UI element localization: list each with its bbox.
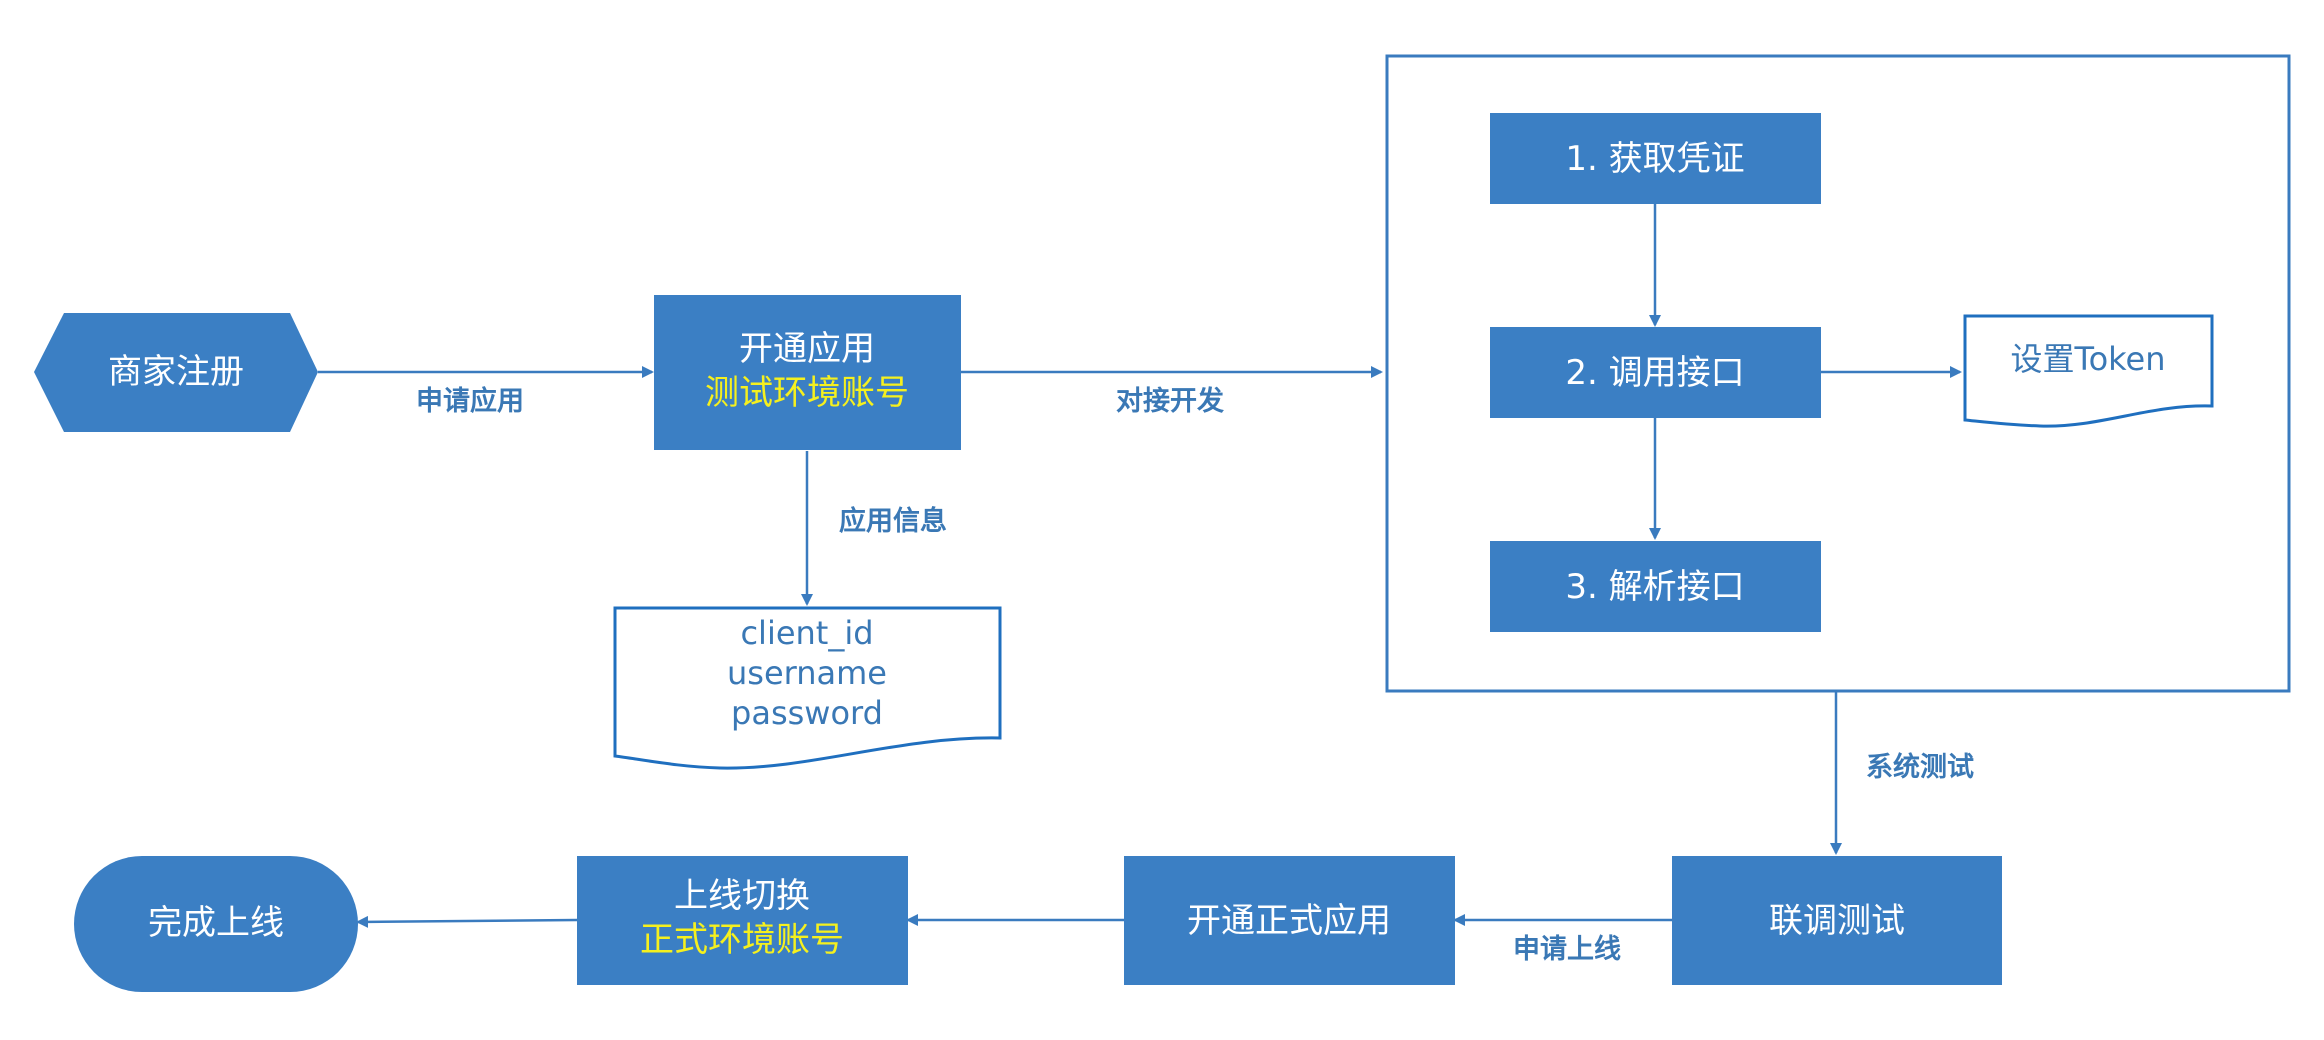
open-prod-app-label: 开通正式应用 xyxy=(1187,901,1391,941)
joint-test-shape xyxy=(1672,856,2002,985)
test-env-account-label: 测试环境账号 xyxy=(705,373,909,413)
dev-process-frame xyxy=(1385,54,2291,693)
complete-label: 完成上线 xyxy=(148,903,284,943)
edge-label-app-info: 应用信息 xyxy=(839,505,947,537)
doc-line-password: password xyxy=(731,694,883,732)
connectors xyxy=(318,204,1962,928)
doc-line-username: username xyxy=(727,654,887,692)
step3-shape xyxy=(1490,541,1821,632)
node-joint-test: 联调测试 xyxy=(1672,856,2002,985)
edge-label-dock-dev: 对接开发 xyxy=(1116,385,1224,417)
edge-label-apply-online: 申请上线 xyxy=(1513,934,1621,965)
prod-env-account-label: 正式环境账号 xyxy=(640,920,844,960)
merchant-register-shape xyxy=(34,313,318,432)
node-open-app: 开通应用 测试环境账号 xyxy=(654,295,961,450)
node-step3: 3. 解析接口 xyxy=(1490,541,1821,632)
doc-set-token: 设置Token xyxy=(1963,314,2214,428)
step1-shape xyxy=(1490,113,1821,204)
doc-app-info: client_id username password xyxy=(613,606,1002,770)
node-complete: 完成上线 xyxy=(74,856,358,992)
step3-label: 3. 解析接口 xyxy=(1565,567,1744,607)
step1-label: 1. 获取凭证 xyxy=(1565,139,1744,179)
edge-label-system-test: 系统测试 xyxy=(1866,751,1974,783)
step2-label: 2. 调用接口 xyxy=(1565,353,1744,393)
go-live-switch-label: 上线切换 xyxy=(674,876,810,916)
step2-shape xyxy=(1490,327,1821,418)
app-info-doc-shape xyxy=(613,606,1002,770)
merchant-register-label: 商家注册 xyxy=(108,352,244,392)
open-app-label: 开通应用 xyxy=(739,329,875,369)
edge-labels: 申请应用 对接开发 应用信息 系统测试 申请上线 xyxy=(416,385,1974,965)
set-token-label: 设置Token xyxy=(2010,340,2165,378)
node-step2: 2. 调用接口 xyxy=(1490,327,1821,418)
go-live-switch-shape xyxy=(577,856,908,985)
doc-line-client-id: client_id xyxy=(740,614,873,652)
set-token-doc-shape xyxy=(1963,314,2214,428)
edge-switch-to-complete xyxy=(356,915,578,928)
open-app-shape xyxy=(654,295,961,450)
edge-label-apply-app: 申请应用 xyxy=(416,385,524,417)
node-go-live-switch: 上线切换 正式环境账号 xyxy=(577,856,908,985)
complete-shape xyxy=(74,856,358,992)
joint-test-label: 联调测试 xyxy=(1769,901,1905,941)
node-open-prod-app: 开通正式应用 xyxy=(1124,856,1455,985)
node-merchant-register: 商家注册 xyxy=(34,313,318,432)
node-step1: 1. 获取凭证 xyxy=(1490,113,1821,204)
open-prod-app-shape xyxy=(1124,856,1455,985)
